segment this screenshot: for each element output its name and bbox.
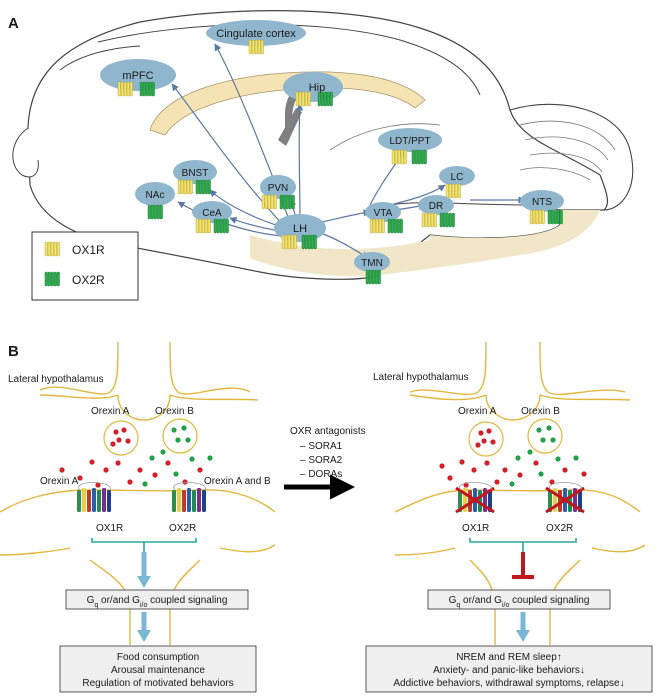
left-effect-2: Arousal maintenance: [111, 665, 205, 676]
region-cea: CeA: [192, 201, 232, 234]
right-signal-io: i/o: [502, 602, 510, 609]
region-cingulate-label: Cingulate cortex: [216, 28, 296, 40]
legend-ox2r-swatch: [44, 271, 60, 287]
right-ox2r-receptor-blocked: [545, 482, 585, 514]
left-effect-3: Regulation of motivated behaviors: [82, 678, 233, 689]
right-signaling-box: Gq or/and Gi/o coupled signaling: [427, 589, 611, 610]
panel-a-label: A: [8, 15, 19, 32]
region-cingulate: Cingulate cortex: [206, 20, 306, 55]
right-effect-2: Anxiety- and panic-like behaviors↓: [433, 665, 585, 676]
left-orexin-a-label: Orexin A: [91, 406, 130, 417]
left-ox1r-receptor: [77, 482, 111, 512]
left-region-title: Lateral hypothalamus: [8, 374, 104, 385]
region-nac: NAc: [135, 182, 175, 220]
right-ox1r-label: OX1R: [462, 523, 489, 534]
region-nts-label: NTS: [532, 197, 552, 208]
right-region-title: Lateral hypothalamus: [373, 372, 469, 383]
left-signaling-box: Gq or/and Gi/o coupled signaling: [65, 589, 249, 610]
region-ldt: LDT/PPT: [378, 128, 442, 165]
panel-a-frame: [3, 3, 653, 305]
left-orexin-b-label: Orexin B: [155, 406, 194, 417]
left-ox2r-label: OX2R: [169, 523, 196, 534]
legend-ox1r-swatch: [44, 241, 60, 257]
region-hip: Hip: [283, 72, 343, 107]
left-orexin-a-side-label: Orexin A: [40, 476, 79, 487]
left-effect-1: Food consumption: [117, 652, 199, 663]
right-signal-end: coupled signaling: [509, 595, 589, 606]
antagonist-heading: OXR antagonists: [290, 426, 366, 437]
region-bnst-label: BNST: [182, 168, 209, 179]
region-lc-label: LC: [451, 172, 464, 183]
region-lh-label: LH: [293, 223, 307, 235]
region-lh: LH: [274, 214, 326, 250]
antagonist-item-1: – SORA1: [300, 441, 343, 452]
region-nac-label: NAc: [146, 190, 165, 201]
region-lc: LC: [439, 166, 475, 199]
region-ldt-label: LDT/PPT: [389, 136, 430, 147]
right-synapse: [394, 341, 646, 645]
left-effects-box: Food consumption Arousal maintenance Reg…: [59, 645, 257, 693]
right-effects-box: NREM and REM sleep↑ Anxiety- and panic-l…: [365, 645, 653, 693]
right-effect-3: Addictive behaviors, withdrawal symptoms…: [393, 678, 624, 689]
right-orexin-a-label: Orexin A: [458, 406, 497, 417]
left-signal-io: i/o: [140, 602, 148, 609]
antagonist-item-3: – DORAs: [300, 469, 342, 480]
right-orexin-b-label: Orexin B: [521, 406, 560, 417]
region-bnst: BNST: [173, 160, 217, 195]
left-signal-g: G: [87, 595, 95, 606]
region-nts: NTS: [520, 190, 564, 225]
left-orexin-ab-label: Orexin A and B: [204, 476, 271, 487]
right-signal-g: G: [449, 595, 457, 606]
right-ox2r-label: OX2R: [546, 523, 573, 534]
region-tmn: TMN: [354, 252, 390, 285]
right-signal-q: q: [456, 602, 460, 609]
legend-ox2r-label: OX2R: [72, 273, 105, 287]
right-effect-1: NREM and REM sleep↑: [456, 652, 562, 663]
region-mpfc-label: mPFC: [122, 70, 153, 82]
antagonist-item-2: – SORA2: [300, 455, 343, 466]
right-ox1r-receptor-blocked: [455, 482, 495, 514]
region-vta-label: VTA: [374, 208, 393, 219]
left-ox1r-label: OX1R: [96, 523, 123, 534]
left-signal-q: q: [94, 602, 98, 609]
region-hip-label: Hip: [309, 82, 326, 94]
region-dr-label: DR: [429, 201, 443, 212]
region-dr: DR: [418, 195, 455, 228]
panel-b-label: B: [8, 343, 19, 360]
region-vta: VTA: [365, 202, 403, 234]
svg-text:Gq or/and Gi/o coupled signali: Gq or/and Gi/o coupled signaling: [87, 595, 228, 609]
svg-text:Gq or/and Gi/o coupled signali: Gq or/and Gi/o coupled signaling: [449, 595, 590, 609]
right-signal-mid: or/and G: [460, 595, 502, 606]
region-pvn-label: PVN: [268, 183, 289, 194]
region-mpfc: mPFC: [100, 59, 176, 97]
legend: OX1R OX2R: [31, 231, 139, 301]
legend-ox1r-label: OX1R: [72, 243, 105, 257]
left-signal-mid: or/and G: [98, 595, 140, 606]
left-ox2r-receptor: [172, 482, 206, 512]
left-synapse: [0, 341, 276, 645]
region-tmn-label: TMN: [361, 258, 383, 269]
region-cea-label: CeA: [202, 208, 222, 219]
region-pvn: PVN: [260, 175, 296, 210]
left-signal-end: coupled signaling: [147, 595, 227, 606]
